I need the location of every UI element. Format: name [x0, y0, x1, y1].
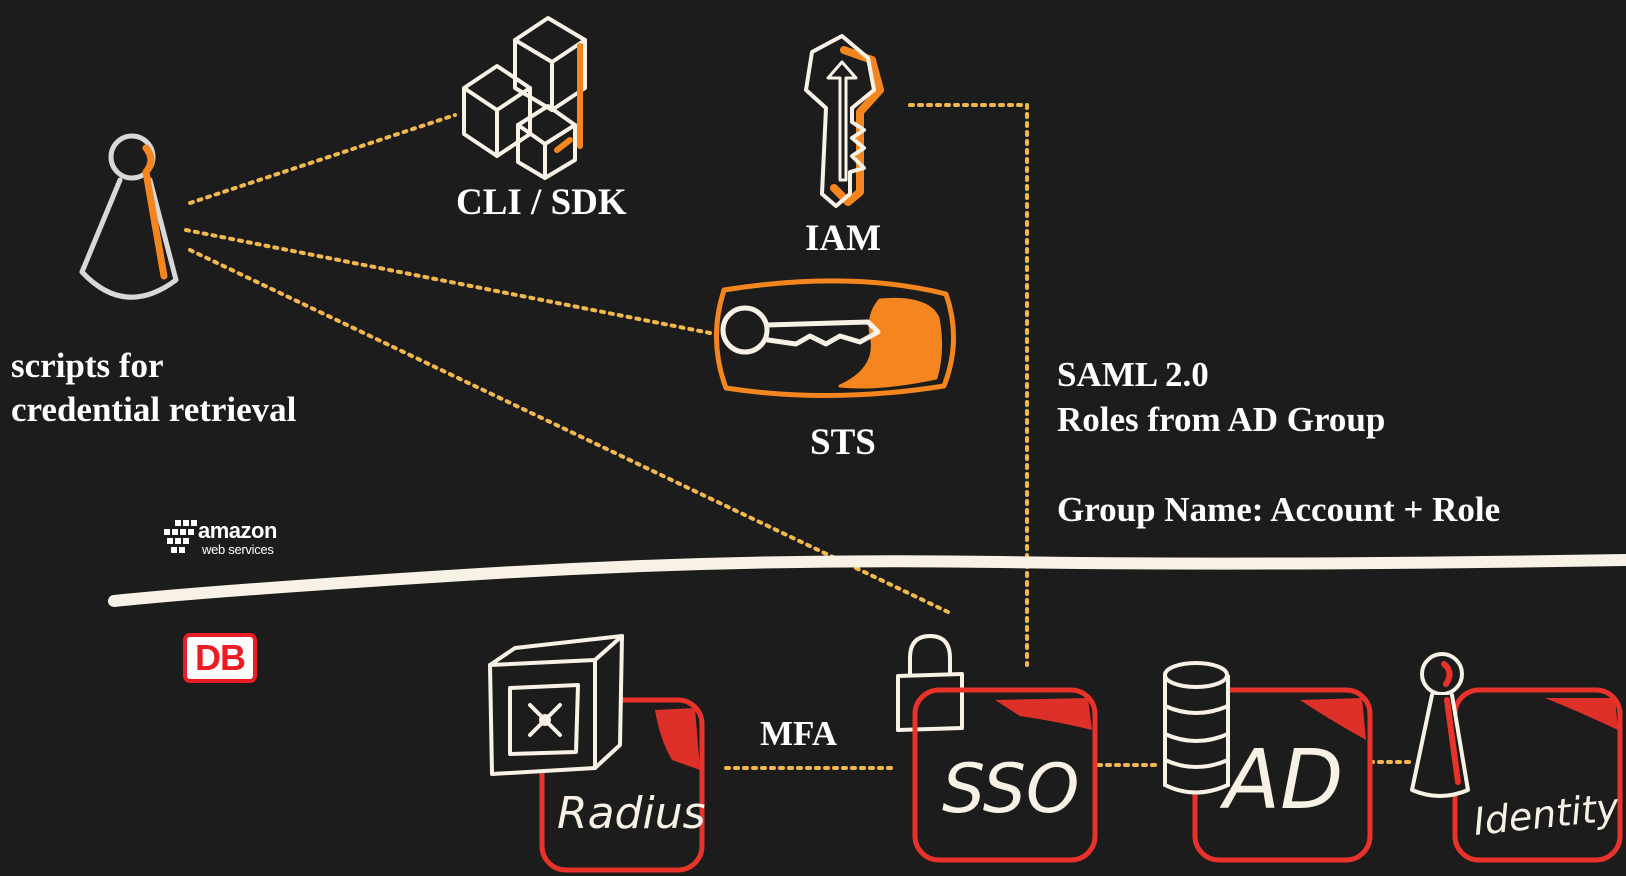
radius-label: Radius [557, 788, 706, 839]
scripts-label: scripts for credential retrieval [11, 346, 297, 429]
connectors [184, 103, 1417, 770]
connector-user-cli [188, 113, 457, 205]
token-icon [713, 278, 956, 399]
connector-iam-sso [908, 103, 1029, 667]
cubes-icon [462, 16, 587, 180]
saml-label: SAML 2.0 Roles from AD Group Group Name:… [1057, 355, 1501, 529]
db-logo: DB [183, 633, 257, 683]
red-shading [655, 698, 1618, 770]
database-icon [1163, 661, 1230, 795]
connector-user-sts [184, 228, 712, 335]
identity-user-icon [1410, 652, 1470, 798]
key-icon [804, 34, 884, 208]
ad-label: AD [1219, 733, 1343, 828]
mfa-label: MFA [760, 714, 838, 753]
iam-label: IAM [805, 218, 882, 259]
sso-box [912, 687, 1098, 863]
boundary-line [108, 554, 1626, 607]
sso-label: SSO [942, 750, 1079, 829]
connector-user-sso [188, 248, 950, 614]
identity-label: Identity [1471, 785, 1621, 844]
aws-cubes-icon [164, 520, 197, 553]
aws-logo-text: amazon [198, 518, 277, 543]
safe-icon [488, 634, 624, 776]
aws-logo-subtext: web services [202, 542, 274, 557]
user-icon [79, 133, 179, 300]
aws-logo: amazon web services [164, 518, 294, 568]
sts-label: STS [810, 422, 876, 463]
cli-sdk-label: CLI / SDK [456, 182, 627, 223]
lock-icon [896, 634, 964, 732]
